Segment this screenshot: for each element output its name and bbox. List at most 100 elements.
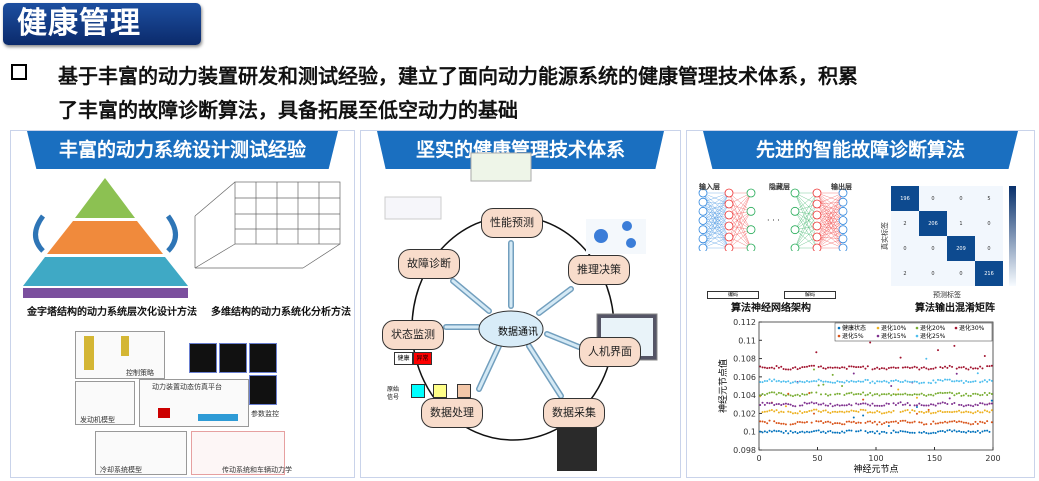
data-point: [852, 380, 855, 383]
neuron: [724, 199, 734, 209]
data-point: [838, 422, 841, 425]
data-point: [953, 410, 956, 413]
data-point: [805, 379, 808, 382]
data-point: [852, 365, 855, 368]
data-point: [962, 405, 965, 408]
data-point: [787, 380, 790, 383]
data-point: [976, 410, 979, 413]
data-point: [775, 409, 778, 412]
data-point: [855, 410, 858, 413]
data-point: [967, 430, 970, 433]
data-point: [824, 432, 827, 435]
node-data-processing: 数据处理: [421, 398, 483, 428]
data-point: [976, 393, 979, 396]
data-point: [885, 431, 888, 434]
data-point: [864, 421, 867, 424]
data-point: [759, 420, 762, 423]
data-point: [925, 404, 928, 407]
cloud-icon: [478, 310, 544, 348]
data-point: [784, 368, 787, 371]
data-point: [894, 393, 897, 396]
data-point: [761, 393, 764, 396]
data-point: [934, 422, 937, 425]
series-0: [759, 399, 993, 435]
data-point: [855, 402, 858, 405]
cm-cell: 5: [975, 186, 1003, 211]
data-point: [976, 372, 979, 375]
data-point: [890, 420, 893, 423]
data-point: [871, 380, 874, 383]
simulation-platform-image: 动力装置动态仿真平台: [139, 379, 249, 427]
neuron: [812, 199, 822, 209]
data-point: [777, 402, 780, 405]
data-point: [857, 421, 860, 424]
data-point: [941, 430, 944, 433]
data-point: [918, 431, 921, 434]
data-point: [955, 410, 958, 413]
data-point: [820, 365, 823, 368]
data-point: [883, 422, 886, 425]
data-point: [873, 420, 876, 423]
data-point: [974, 380, 977, 383]
data-point: [759, 381, 762, 384]
data-point: [817, 365, 820, 368]
data-point: [789, 368, 792, 371]
data-point: [929, 367, 932, 370]
data-point: [920, 410, 923, 413]
neuron: [724, 210, 734, 220]
data-point: [927, 404, 930, 407]
data-point: [890, 366, 893, 369]
data-point: [812, 364, 815, 367]
data-point: [958, 403, 961, 406]
data-point: [878, 404, 881, 407]
data-point: [939, 430, 942, 433]
data-point: [965, 404, 968, 407]
data-point: [857, 366, 860, 369]
summary-line-1: 基于丰富的动力装置研发和测试经验，建立了面向动力能源系统的健康管理技术体系，积累: [58, 64, 858, 88]
data-point: [946, 366, 949, 369]
data-point: [972, 412, 975, 415]
data-point: [810, 430, 813, 433]
cm-cell: 0: [947, 186, 975, 211]
data-point: [955, 421, 958, 424]
data-point: [986, 420, 989, 423]
data-point: [866, 378, 869, 381]
neuron: [698, 216, 708, 225]
data-point: [801, 380, 804, 383]
data-point: [878, 380, 881, 383]
data-point: [815, 391, 818, 394]
data-point: [770, 380, 773, 383]
data-point: [939, 366, 942, 369]
data-point: [958, 366, 961, 369]
data-point: [932, 403, 935, 406]
label-drivetrain: 传动系统和车辆动力学: [222, 466, 292, 474]
data-point: [873, 432, 876, 435]
data-point: [845, 410, 848, 413]
data-point: [887, 392, 890, 395]
neuron: [790, 225, 800, 235]
data-point: [974, 420, 977, 423]
data-point: [873, 367, 876, 370]
data-point: [780, 410, 783, 413]
data-point: [827, 394, 830, 397]
data-point: [866, 393, 869, 396]
data-point: [838, 392, 841, 395]
data-point: [780, 403, 783, 406]
data-point: [885, 420, 888, 423]
legend-marker: [915, 326, 919, 330]
data-point: [944, 378, 947, 381]
data-point: [777, 366, 780, 369]
data-point: [876, 409, 879, 412]
data-point: [834, 410, 837, 413]
data-point: [955, 392, 958, 395]
data-point: [892, 366, 895, 369]
data-point: [897, 431, 900, 434]
data-point: [983, 429, 986, 432]
data-point: [820, 410, 823, 413]
data-point: [859, 408, 862, 411]
data-point: [969, 381, 972, 384]
legend-marker: [876, 334, 880, 338]
data-point: [929, 382, 932, 385]
neuron: [838, 225, 848, 235]
data-point: [808, 410, 811, 413]
